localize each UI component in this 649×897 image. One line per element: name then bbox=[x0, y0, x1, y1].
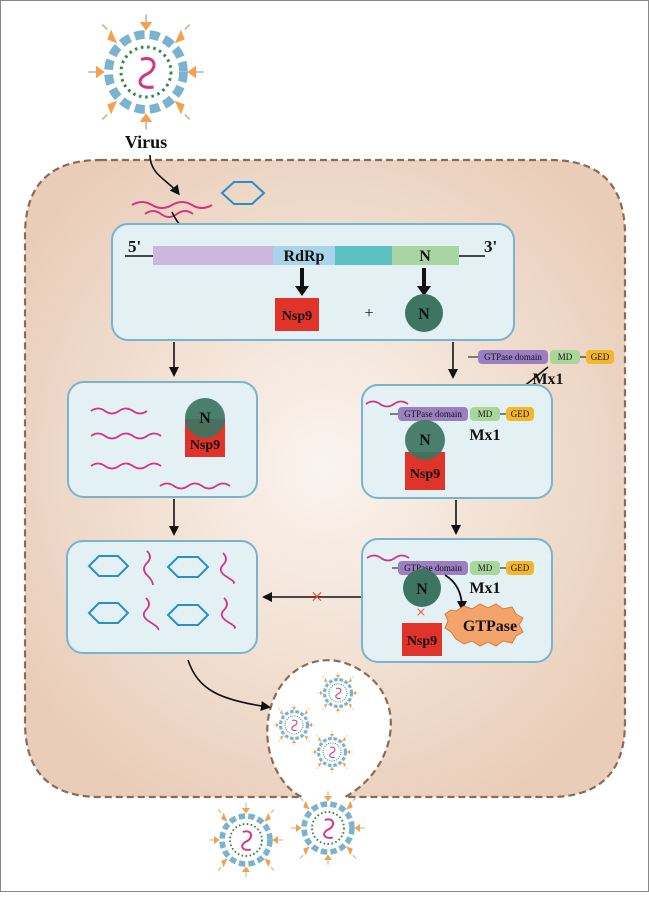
mx1-label-bound: Mx1 bbox=[469, 427, 500, 444]
nsp9-label-bound: Nsp9 bbox=[190, 438, 220, 453]
hexagon-capsid-icon bbox=[220, 181, 266, 205]
gtpase-box bbox=[361, 538, 553, 663]
nsp9-label-displaced: Nsp9 bbox=[410, 467, 440, 482]
n-protein-label-sequestered: N bbox=[416, 581, 428, 598]
virus-particle-icon bbox=[291, 791, 365, 865]
arrow-icon bbox=[295, 286, 309, 296]
virus-particle-icon bbox=[209, 803, 283, 877]
block-cross-icon: × bbox=[311, 584, 323, 609]
hexagon-capsid-icon bbox=[87, 555, 130, 577]
nsp9-label: Nsp9 bbox=[282, 309, 312, 324]
n-protein-mx1-bound bbox=[405, 420, 445, 460]
gtpase-label: GTPase bbox=[463, 618, 517, 635]
nsp9-protein-free bbox=[402, 623, 442, 656]
plus-sign: + bbox=[364, 305, 373, 322]
gtpase-burst-icon bbox=[444, 603, 524, 647]
mx1-domain-bar-free: GTPase domain MD GED bbox=[468, 350, 614, 364]
genome-segment-n bbox=[392, 246, 459, 265]
n-protein-label-bound: N bbox=[199, 410, 211, 427]
n-protein-sequestered bbox=[403, 569, 441, 607]
virus-particle-icon bbox=[309, 729, 355, 775]
genome-segment-orf1a bbox=[153, 246, 273, 265]
gtpase-domain-label: GTPase domain bbox=[404, 563, 462, 573]
rna-strand-icon bbox=[219, 552, 236, 584]
rna-strand-icon bbox=[159, 482, 231, 490]
nsp9-protein bbox=[275, 298, 319, 331]
rna-strand-icon bbox=[220, 597, 237, 629]
mx1-domain-bar-bound: GTPase domain MD GED bbox=[390, 407, 534, 421]
n-gene-label: N bbox=[419, 248, 431, 265]
mx1-label-free: Mx1 bbox=[532, 371, 563, 388]
ged-label: GED bbox=[511, 563, 530, 573]
nsp9-label-free: Nsp9 bbox=[407, 634, 437, 649]
n-protein bbox=[405, 294, 443, 332]
virus-particle-icon bbox=[271, 702, 317, 748]
rna-strand-icon bbox=[144, 210, 194, 218]
n-protein-label-mx1: N bbox=[419, 432, 431, 449]
gtpase-activation-arrow bbox=[444, 574, 467, 611]
gtpase-domain-label: GTPase domain bbox=[404, 409, 462, 419]
entry-arrow bbox=[149, 154, 180, 196]
rna-strand-icon bbox=[365, 400, 409, 408]
assembly-box bbox=[66, 540, 258, 654]
rna-strand-icon bbox=[90, 407, 148, 415]
rna-strand-icon bbox=[143, 550, 154, 586]
five-prime-label: 5' bbox=[128, 237, 141, 256]
virus-particle-icon bbox=[315, 670, 361, 716]
block-cross-icon: × bbox=[416, 602, 426, 622]
arrow-icon bbox=[417, 286, 431, 296]
rna-strand-icon bbox=[131, 201, 213, 209]
hexagon-capsid-icon bbox=[166, 556, 210, 578]
rna-strand-icon bbox=[142, 597, 160, 631]
mx1-binding-box bbox=[361, 384, 553, 499]
rna-strand-icon bbox=[90, 432, 162, 440]
md-label: MD bbox=[478, 563, 493, 573]
release-arrow bbox=[187, 659, 271, 711]
complex-box bbox=[67, 381, 258, 498]
virus-label: Virus bbox=[125, 132, 167, 152]
gtpase-domain-label: GTPase domain bbox=[484, 352, 542, 362]
three-prime-label: 3' bbox=[484, 237, 497, 256]
ged-label: GED bbox=[591, 352, 610, 362]
rdrp-label: RdRp bbox=[284, 248, 325, 265]
virus-particle-icon bbox=[89, 15, 204, 130]
mx1-label-active: Mx1 bbox=[469, 580, 500, 597]
hexagon-capsid-icon bbox=[87, 602, 130, 624]
genome-segment-structural bbox=[335, 246, 392, 265]
genome-segment-rdrp bbox=[273, 246, 335, 265]
md-label: MD bbox=[478, 409, 493, 419]
md-label: MD bbox=[558, 352, 573, 362]
n-protein-bound bbox=[185, 398, 225, 438]
hexagon-capsid-icon bbox=[166, 604, 210, 626]
rna-strand-icon bbox=[366, 554, 410, 562]
n-protein-label: N bbox=[418, 306, 430, 323]
ged-label: GED bbox=[511, 409, 530, 419]
rna-strand-icon bbox=[90, 462, 162, 470]
